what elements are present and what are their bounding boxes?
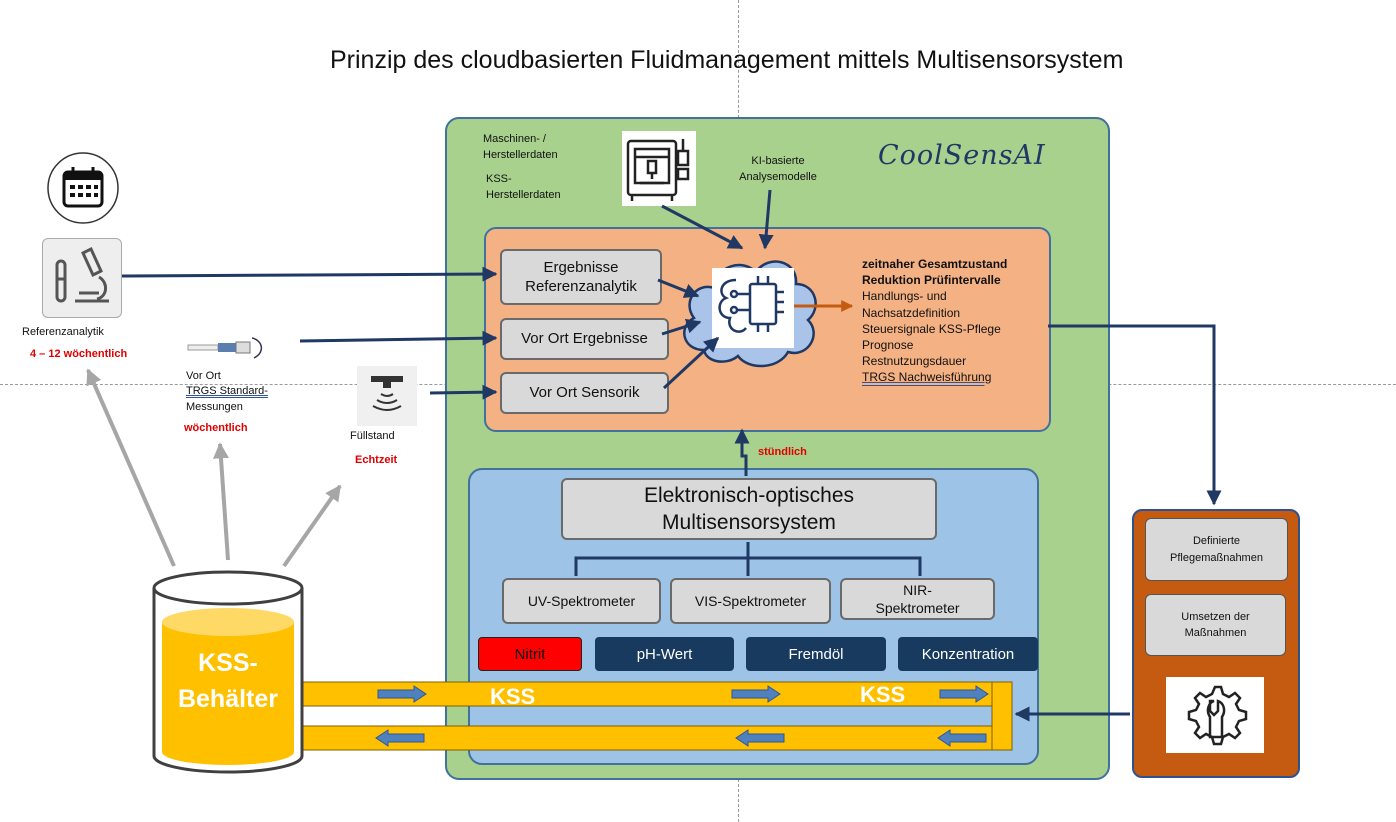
result-action-def: Nachsatzdefinition bbox=[862, 305, 961, 320]
result-status: zeitnaher Gesamtzustand bbox=[862, 257, 1008, 271]
param-ph: pH-Wert bbox=[595, 637, 734, 671]
calendar-icon bbox=[46, 151, 120, 225]
onsite-labels: Vor Ort TRGS Standard- Messungen bbox=[186, 369, 268, 415]
page-title: Prinzip des cloudbasierten Fluidmanageme… bbox=[330, 46, 1124, 74]
level-sensor-icon bbox=[357, 366, 417, 426]
label-kss-data: KSS- Herstellerdaten bbox=[486, 173, 561, 201]
label-machine-data: Maschinen- / Herstellerdaten bbox=[483, 133, 558, 161]
onsite-label-b: TRGS Standard- bbox=[186, 385, 268, 398]
level-frequency: Echtzeit bbox=[355, 454, 398, 466]
result-interval: Reduktion Prüfintervalle bbox=[862, 273, 1001, 288]
probe-icon bbox=[186, 334, 274, 360]
kss-pipe-label-1: KSS bbox=[490, 684, 536, 709]
results-list: zeitnaher Gesamtzustand Reduktion Prüfin… bbox=[862, 256, 1007, 386]
onsite-label-c: Messungen bbox=[186, 400, 243, 413]
onsite-label-a: Vor Ort bbox=[186, 370, 221, 382]
param-conc: Konzentration bbox=[898, 637, 1038, 671]
param-nitrit: Nitrit bbox=[478, 637, 582, 671]
result-lifetime: Restnutzungsdauer bbox=[862, 354, 967, 369]
microscope-icon bbox=[42, 238, 122, 318]
hourly-label: stündlich bbox=[758, 446, 807, 458]
onsite-frequency: wöchentlich bbox=[184, 422, 248, 434]
onsite-sensors-box: Vor Ort Sensorik bbox=[500, 372, 669, 414]
label-ki-models: KI-basierte Analysemodelle bbox=[739, 155, 817, 183]
maintenance-gear-icon bbox=[1166, 677, 1264, 753]
uv-spectrometer: UV-Spektrometer bbox=[502, 578, 661, 624]
vis-spectrometer: VIS-Spektrometer bbox=[670, 578, 831, 624]
machine-icon bbox=[622, 131, 696, 206]
multisensor-box: Elektronisch-optisches Multisensorsystem bbox=[561, 478, 937, 540]
level-label: Füllstand bbox=[350, 430, 395, 442]
brand-logo: CoolSensAI bbox=[878, 140, 1046, 171]
ref-results-box: Ergebnisse Referenzanalytik bbox=[500, 249, 662, 305]
result-control: Steuersignale KSS-Pflege bbox=[862, 321, 1001, 336]
implement-care-box: Umsetzen der Maßnahmen bbox=[1145, 594, 1286, 656]
ref-frequency: 4 – 12 wöchentlich bbox=[30, 348, 128, 360]
defined-care-box: Definierte Pflegemaßnahmen bbox=[1145, 518, 1288, 581]
result-action: Handlungs- und bbox=[862, 289, 947, 304]
kss-tank-label: KSS-Behälter bbox=[177, 649, 279, 714]
ref-label: Referenzanalytik bbox=[22, 326, 104, 338]
kss-pipe-label-2: KSS bbox=[860, 682, 906, 707]
onsite-results-box: Vor Ort Ergebnisse bbox=[500, 318, 669, 360]
nir-spectrometer: NIR-Spektrometer bbox=[840, 578, 995, 620]
param-oil: Fremdöl bbox=[746, 637, 886, 671]
result-forecast: Prognose bbox=[862, 337, 914, 352]
result-trgs: TRGS Nachweisführung bbox=[862, 370, 992, 385]
